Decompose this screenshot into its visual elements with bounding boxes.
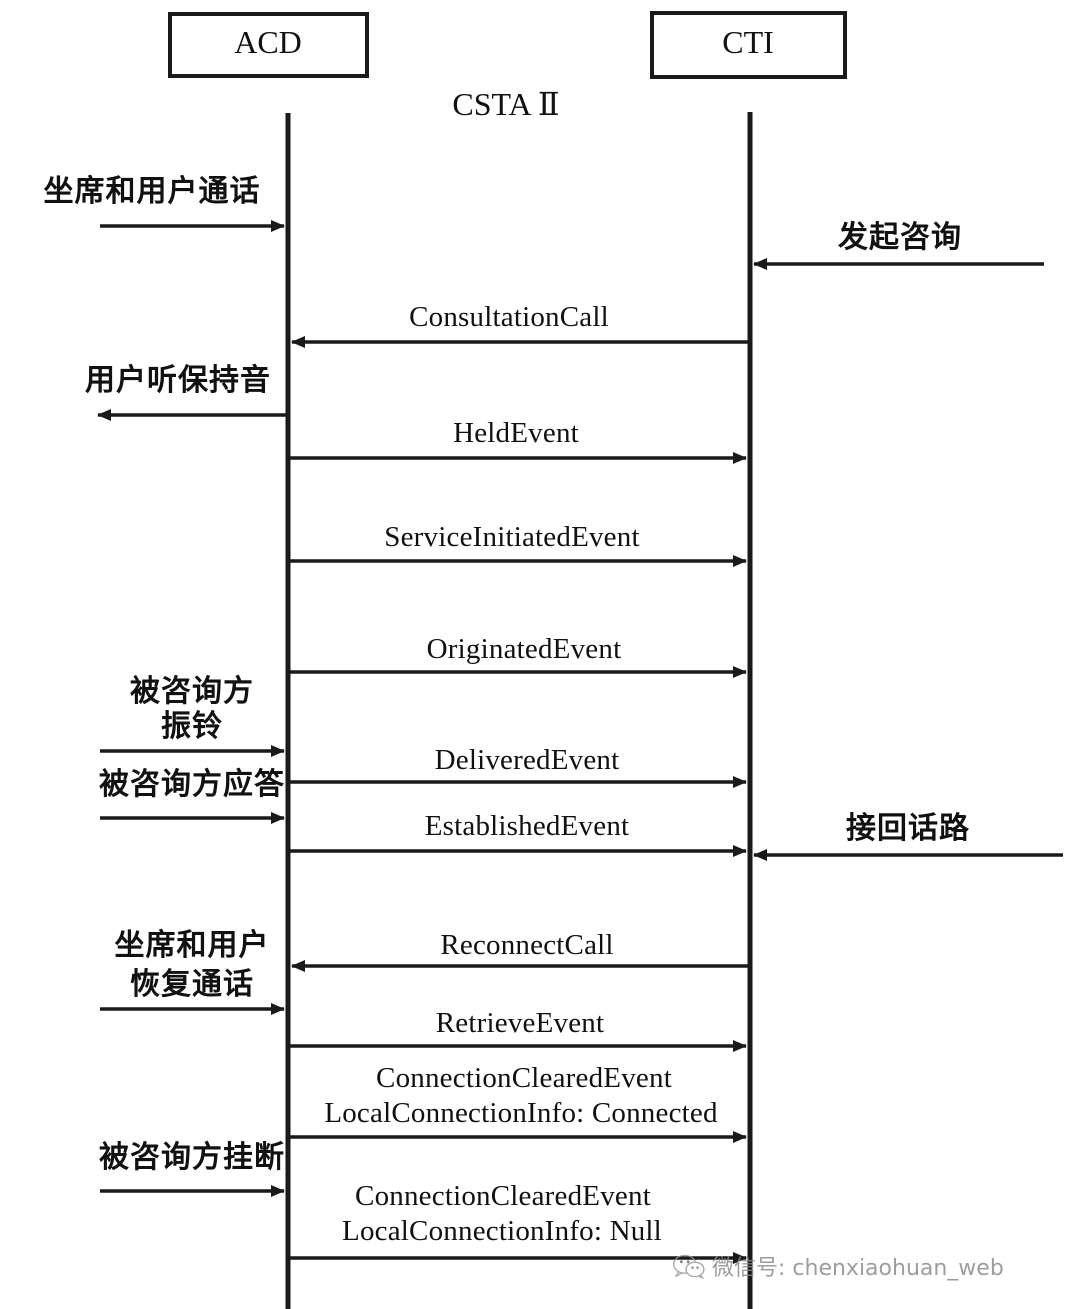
message-label-consulted-answer: 被咨询方应答 xyxy=(99,767,285,802)
message-label-connection-cleared-event-1: ConnectionClearedEvent xyxy=(376,1062,672,1094)
actor-box-cti xyxy=(650,11,847,79)
message-label-reconnect-path: 接回话路 xyxy=(846,811,970,846)
message-label-consulted-ring-line1: 被咨询方 xyxy=(130,674,254,709)
message-label-service-initiated-event: ServiceInitiatedEvent xyxy=(384,521,640,553)
actor-label-cti: CTI xyxy=(722,24,774,60)
message-label-agent-user-resume-line1: 坐席和用户 xyxy=(114,928,270,963)
message-label-reconnect-call: ReconnectCall xyxy=(440,929,614,961)
message-label-consulted-ring-line2: 振铃 xyxy=(161,709,223,744)
message-label-held-event: HeldEvent xyxy=(453,417,579,449)
message-label-agent-user-resume-line2: 恢复通话 xyxy=(130,967,254,1002)
message-label-consultation-call: ConsultationCall xyxy=(409,301,609,333)
wechat-icon xyxy=(672,1253,706,1280)
message-label-retrieve-event: RetrieveEvent xyxy=(435,1007,605,1039)
message-label-initiate-consult: 发起咨询 xyxy=(838,220,962,255)
message-label-originated-event: OriginatedEvent xyxy=(426,633,622,665)
message-label-user-hold-tone: 用户听保持音 xyxy=(85,363,271,398)
message-label-connection-cleared-event-2: ConnectionClearedEvent xyxy=(355,1180,651,1212)
message-label-local-connection-info-null: LocalConnectionInfo: Null xyxy=(342,1215,662,1247)
protocol-label: CSTA Ⅱ xyxy=(452,86,560,122)
actor-label-acd: ACD xyxy=(234,24,302,60)
message-label-delivered-event: DeliveredEvent xyxy=(434,744,620,776)
message-label-local-connection-info-connected: LocalConnectionInfo: Connected xyxy=(324,1097,718,1129)
message-label-established-event: EstablishedEvent xyxy=(424,810,630,842)
message-label-consulted-hangup: 被咨询方挂断 xyxy=(99,1140,285,1175)
actor-box-acd xyxy=(168,12,369,78)
message-label-agent-user-call: 坐席和用户通话 xyxy=(43,174,261,209)
watermark-text: 微信号: chenxiaohuan_web xyxy=(712,1256,1004,1281)
watermark: 微信号: chenxiaohuan_web xyxy=(672,1250,1004,1282)
